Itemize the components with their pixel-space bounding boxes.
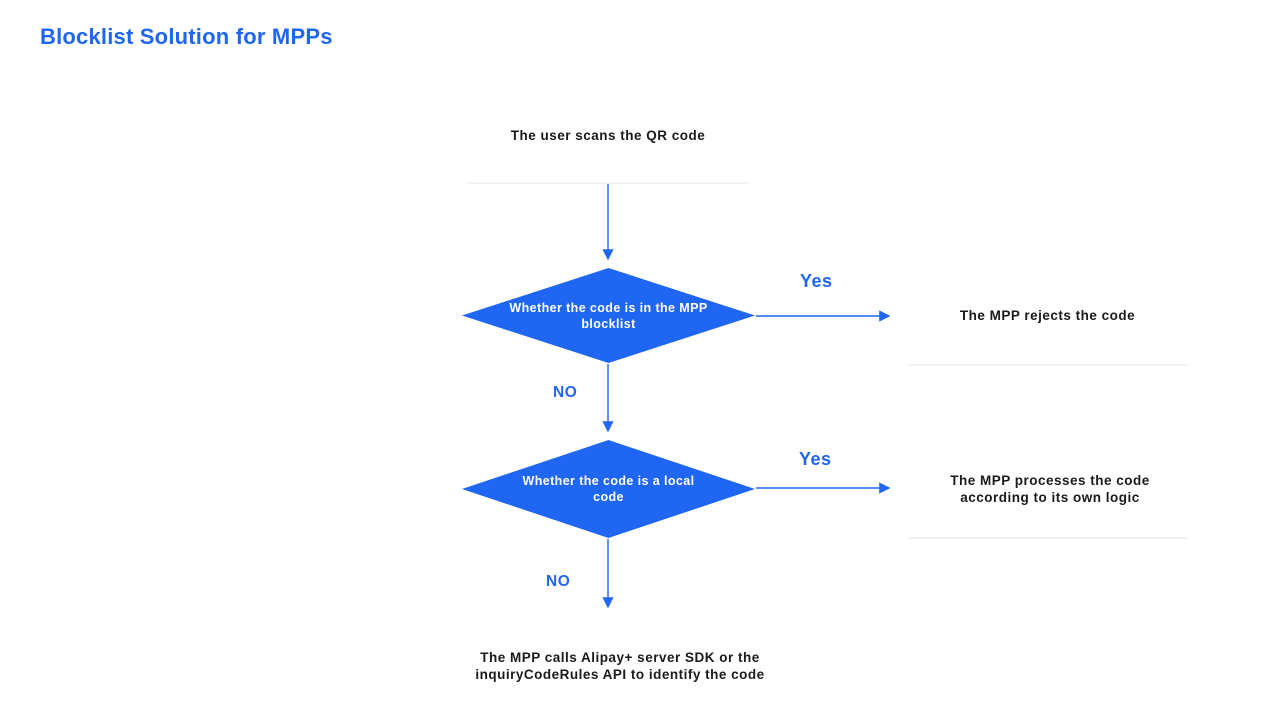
node-outcome-process-underline: [908, 537, 1188, 539]
decision-mpp-blocklist: Whether the code is in the MPP blocklist: [462, 268, 755, 363]
node-end-line1: The MPP calls Alipay+ server SDK or the: [480, 650, 760, 665]
no-label-1: NO: [553, 384, 578, 401]
node-start: The user scans the QR code: [510, 128, 706, 143]
node-start-underline: [468, 182, 748, 184]
decision-mpp-blocklist-label: Whether the code is in the MPP blocklist: [509, 300, 708, 331]
node-outcome-process: The MPP processes the code according to …: [905, 473, 1195, 506]
node-outcome-reject: The MPP rejects the code: [959, 308, 1136, 323]
decision-local-code-label: Whether the code is a local code: [522, 474, 695, 504]
yes-label-2: Yes: [799, 449, 832, 469]
node-end-line2: inquiryCodeRules API to identify the cod…: [475, 666, 765, 682]
node-outcome-process-line1: The MPP processes the code: [950, 473, 1150, 488]
node-outcome-process-line2: according to its own logic: [960, 489, 1140, 505]
yes-label-1: Yes: [800, 271, 833, 291]
node-end: The MPP calls Alipay+ server SDK or the …: [460, 650, 780, 683]
node-outcome-reject-underline: [908, 364, 1188, 366]
decision-local-code: Whether the code is a local code: [462, 440, 755, 538]
page-title: Blocklist Solution for MPPs: [40, 24, 333, 49]
no-label-2: NO: [546, 573, 571, 590]
